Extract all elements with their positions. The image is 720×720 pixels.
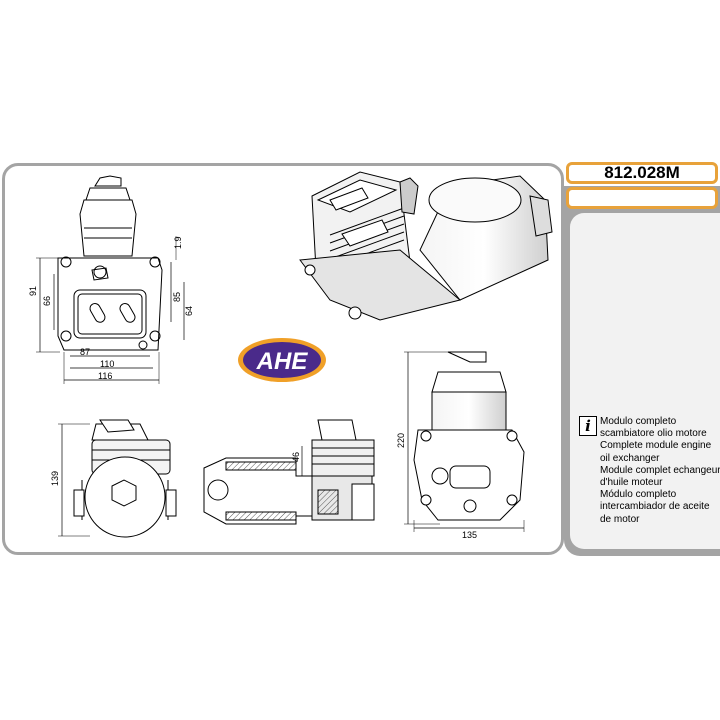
dim-85: 85 bbox=[172, 292, 182, 302]
part-number: 812.028M bbox=[566, 162, 718, 184]
isometric-view bbox=[299, 171, 553, 321]
desc-line: intercambiador de aceite bbox=[600, 501, 710, 513]
desc-line: Complete module engine bbox=[600, 440, 712, 452]
desc-line: Module complet echangeur bbox=[600, 464, 720, 476]
side-view bbox=[404, 351, 525, 532]
ahe-logo: AHE bbox=[238, 338, 326, 382]
desc-line: Módulo completo bbox=[600, 489, 677, 501]
section-view bbox=[203, 419, 375, 525]
desc-line: scambiatore olio motore bbox=[600, 428, 707, 440]
desc-line: Modulo completo bbox=[600, 416, 677, 427]
dim-87: 87 bbox=[80, 347, 90, 357]
logo-text: AHE bbox=[256, 348, 309, 375]
dim-64: 64 bbox=[184, 306, 194, 316]
dim-135: 135 bbox=[462, 530, 477, 540]
dim-220: 220 bbox=[396, 433, 406, 448]
top-view bbox=[58, 419, 177, 538]
front-view bbox=[36, 175, 185, 384]
desc-line: d'huile moteur bbox=[600, 477, 663, 489]
info-icon: i bbox=[579, 416, 597, 436]
dim-46: 46 bbox=[291, 452, 301, 462]
part-subtitle-box bbox=[566, 187, 718, 209]
desc-line: oil exchanger bbox=[600, 452, 660, 464]
dim-91: 91 bbox=[28, 286, 38, 296]
dim-116: 116 bbox=[98, 371, 112, 381]
dim-110: 110 bbox=[100, 359, 114, 369]
side-panel-inner bbox=[570, 213, 720, 549]
dim-1-9: 1.9 bbox=[173, 236, 183, 249]
desc-line: de motor bbox=[600, 513, 640, 525]
dim-66: 66 bbox=[42, 296, 52, 306]
dim-139: 139 bbox=[50, 471, 60, 486]
description-text: Modulo completo scambiatore olio motore … bbox=[600, 416, 720, 526]
